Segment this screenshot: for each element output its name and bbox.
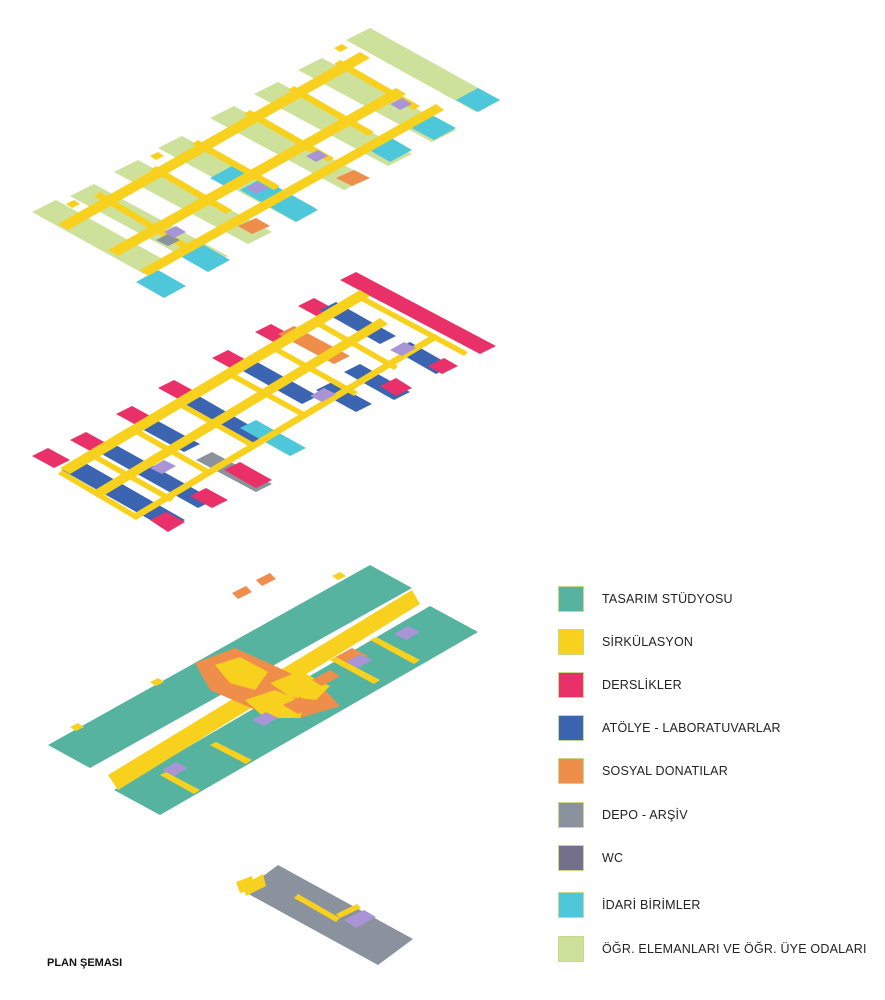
legend-swatch-circulation xyxy=(558,629,584,655)
legend-swatch-classrooms xyxy=(558,672,584,698)
ground-floor-plan xyxy=(48,565,478,815)
legend-item-circulation: SİRKÜLASYON xyxy=(558,627,693,657)
legend-label-classrooms: DERSLİKLER xyxy=(602,678,682,692)
legend-swatch-storage xyxy=(558,802,584,828)
legend-item-faculty: ÖĞR. ELEMANLARI VE ÖĞR. ÜYE ODALARI xyxy=(558,934,867,964)
legend-swatch-social xyxy=(558,758,584,784)
legend-swatch-studio xyxy=(558,586,584,612)
legend-item-storage: DEPO - ARŞİV xyxy=(558,800,688,830)
legend-label-circulation: SİRKÜLASYON xyxy=(602,635,694,649)
legend-swatch-admin xyxy=(558,892,584,918)
legend-label-workshops: ATÖLYE - LABORATUVARLAR xyxy=(602,721,781,735)
legend-swatch-workshops xyxy=(558,715,584,741)
legend-label-wc: WC xyxy=(602,851,624,865)
first-floor-plan xyxy=(32,272,496,532)
legend-label-admin: İDARİ BİRİMLER xyxy=(602,898,701,912)
legend-swatch-faculty xyxy=(558,936,584,962)
legend-item-wc: WC xyxy=(558,843,623,873)
legend-item-studio: TASARIM STÜDYOSU xyxy=(558,584,733,614)
second-floor-plan xyxy=(32,28,500,298)
legend-label-faculty: ÖĞR. ELEMANLARI VE ÖĞR. ÜYE ODALARI xyxy=(602,942,867,956)
legend-label-social: SOSYAL DONATILAR xyxy=(602,764,728,778)
legend-item-admin: İDARİ BİRİMLER xyxy=(558,890,701,920)
legend-label-studio: TASARIM STÜDYOSU xyxy=(602,592,733,606)
legend-item-social: SOSYAL DONATILAR xyxy=(558,756,728,786)
legend-label-storage: DEPO - ARŞİV xyxy=(602,808,688,822)
basement-floor-plan xyxy=(236,865,413,965)
plan-caption: PLAN ŞEMASI xyxy=(47,957,123,969)
legend-item-classrooms: DERSLİKLER xyxy=(558,670,682,700)
legend-item-workshops: ATÖLYE - LABORATUVARLAR xyxy=(558,713,781,743)
legend-swatch-wc xyxy=(558,845,584,871)
